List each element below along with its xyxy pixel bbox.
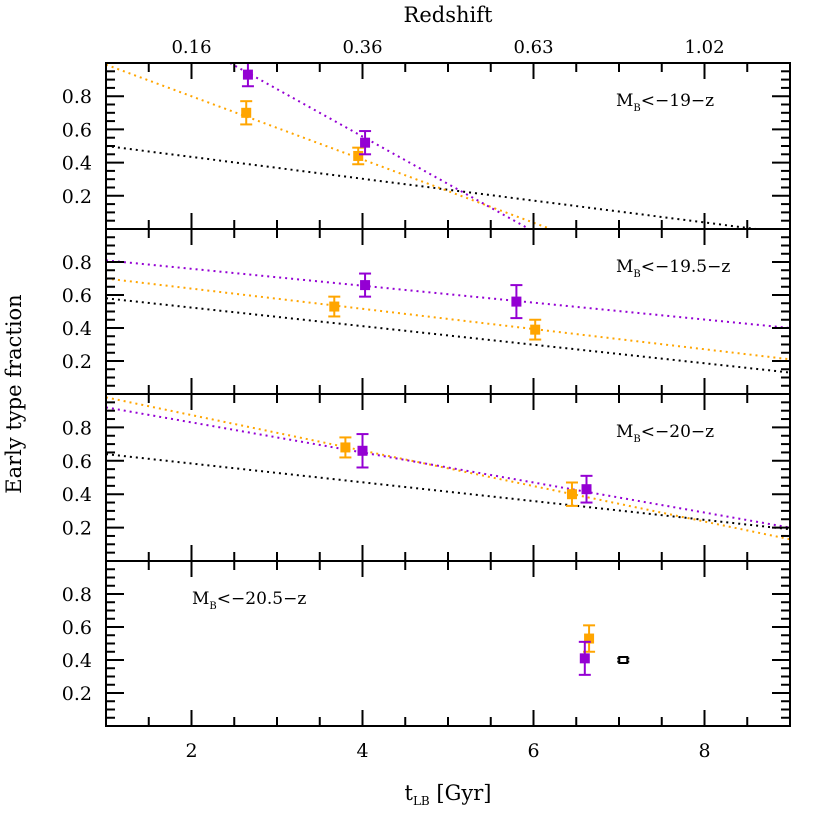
orange-data-point bbox=[339, 436, 352, 459]
y-tick-label: 0.8 bbox=[62, 86, 92, 108]
y-tick-label: 0.6 bbox=[62, 451, 92, 473]
panel-content bbox=[106, 396, 790, 541]
purple-fit-line bbox=[229, 63, 530, 229]
orange-data-point bbox=[529, 318, 542, 341]
purple-data-point bbox=[578, 640, 591, 676]
panel-4 bbox=[578, 624, 630, 676]
black-fit-line bbox=[106, 297, 790, 374]
label-sub: B bbox=[633, 434, 640, 445]
square-marker bbox=[360, 280, 371, 291]
axis-labels: Redshift Early type fraction tLB [Gyr] M… bbox=[2, 3, 730, 808]
y-tick-label: 0.2 bbox=[62, 518, 92, 540]
orange-fit-line bbox=[106, 277, 790, 361]
label-rest: <−20−z bbox=[641, 422, 714, 442]
label-main: M bbox=[616, 91, 633, 111]
y-tick-label: 0.6 bbox=[62, 285, 92, 307]
purple-data-point bbox=[241, 63, 254, 88]
label-rest: <−19−z bbox=[641, 91, 714, 111]
square-marker bbox=[357, 445, 368, 456]
axes-frame bbox=[105, 62, 791, 727]
black-fit-line bbox=[106, 453, 790, 531]
redshift-tick-label: 0.16 bbox=[171, 37, 211, 58]
label-main: M bbox=[616, 422, 633, 442]
orange-data-point bbox=[328, 295, 341, 318]
plot-area bbox=[106, 63, 790, 676]
label-rest: <−20.5−z bbox=[217, 589, 307, 609]
redshift-tick-label: 0.63 bbox=[513, 37, 553, 58]
square-marker bbox=[360, 137, 371, 148]
purple-data-point bbox=[359, 130, 372, 156]
y-tick-label: 0.2 bbox=[62, 683, 92, 705]
panel-3 bbox=[106, 396, 790, 541]
y-tick-label: 0.8 bbox=[62, 584, 92, 606]
panel-2 bbox=[106, 259, 790, 374]
square-marker bbox=[579, 653, 590, 664]
purple-data-point bbox=[359, 272, 372, 298]
y-tick-label: 0.8 bbox=[62, 417, 92, 439]
open-square-marker bbox=[618, 656, 629, 664]
orange-fit-line bbox=[106, 396, 790, 541]
x-tick-label: 4 bbox=[356, 740, 368, 762]
orange-data-point bbox=[240, 100, 253, 126]
label-main: M bbox=[616, 257, 633, 277]
panel-label: MB<−19−z bbox=[616, 91, 714, 114]
purple-data-point bbox=[580, 474, 593, 504]
panel-frame bbox=[105, 393, 791, 562]
panel-label: MB<−20−z bbox=[616, 422, 714, 445]
square-marker bbox=[584, 633, 595, 644]
square-marker bbox=[581, 484, 592, 495]
redshift-tick-label: 1.02 bbox=[684, 37, 724, 58]
orange-data-point bbox=[565, 481, 578, 507]
panel-frame bbox=[105, 228, 791, 395]
label-sub: B bbox=[633, 103, 640, 114]
purple-data-point bbox=[356, 433, 369, 469]
x-axis-title: tLB [Gyr] bbox=[405, 781, 492, 808]
square-marker bbox=[353, 150, 364, 161]
y-tick-label: 0.6 bbox=[62, 119, 92, 141]
orange-fit-line bbox=[106, 63, 551, 229]
redshift-tick-label: 0.36 bbox=[342, 37, 382, 58]
purple-data-point bbox=[510, 284, 523, 320]
label-rest: <−19.5−z bbox=[641, 257, 731, 277]
square-marker bbox=[511, 296, 522, 307]
x-tick-label: 2 bbox=[185, 740, 197, 762]
panel-frame bbox=[105, 62, 791, 230]
label-sub: B bbox=[633, 269, 640, 280]
purple-fit-line bbox=[106, 259, 790, 329]
label-main: M bbox=[192, 589, 209, 609]
y-tick-label: 0.2 bbox=[62, 186, 92, 208]
y-tick-label: 0.4 bbox=[62, 650, 92, 672]
y-tick-label: 0.4 bbox=[62, 153, 92, 175]
panel-label: MB<−19.5−z bbox=[616, 257, 730, 280]
orange-data-point bbox=[352, 146, 365, 166]
y-tick-label: 0.8 bbox=[62, 252, 92, 274]
label-sub: B bbox=[209, 601, 216, 612]
black-fit-line bbox=[106, 145, 756, 229]
square-marker bbox=[340, 442, 351, 453]
y-axis-title: Early type fraction bbox=[2, 294, 26, 493]
y-tick-label: 0.4 bbox=[62, 484, 92, 506]
y-tick-label: 0.4 bbox=[62, 318, 92, 340]
x-tick-label: 6 bbox=[527, 740, 539, 762]
y-tick-label: 0.6 bbox=[62, 617, 92, 639]
panel-1 bbox=[106, 63, 756, 229]
purple-fit-line bbox=[106, 406, 790, 529]
square-marker bbox=[242, 69, 253, 80]
square-marker bbox=[329, 301, 340, 312]
y-tick-label: 0.2 bbox=[62, 351, 92, 373]
square-marker bbox=[530, 324, 541, 335]
black-data-point bbox=[617, 656, 630, 664]
x-tick-label: 8 bbox=[698, 740, 710, 762]
panel-frame bbox=[105, 560, 791, 727]
top-axis-title: Redshift bbox=[404, 3, 493, 27]
square-marker bbox=[566, 489, 577, 500]
square-marker bbox=[241, 107, 252, 118]
panel-label: MB<−20.5−z bbox=[192, 589, 306, 612]
panel-content bbox=[106, 259, 790, 374]
panel-content bbox=[106, 63, 756, 229]
panel-content bbox=[578, 624, 630, 676]
